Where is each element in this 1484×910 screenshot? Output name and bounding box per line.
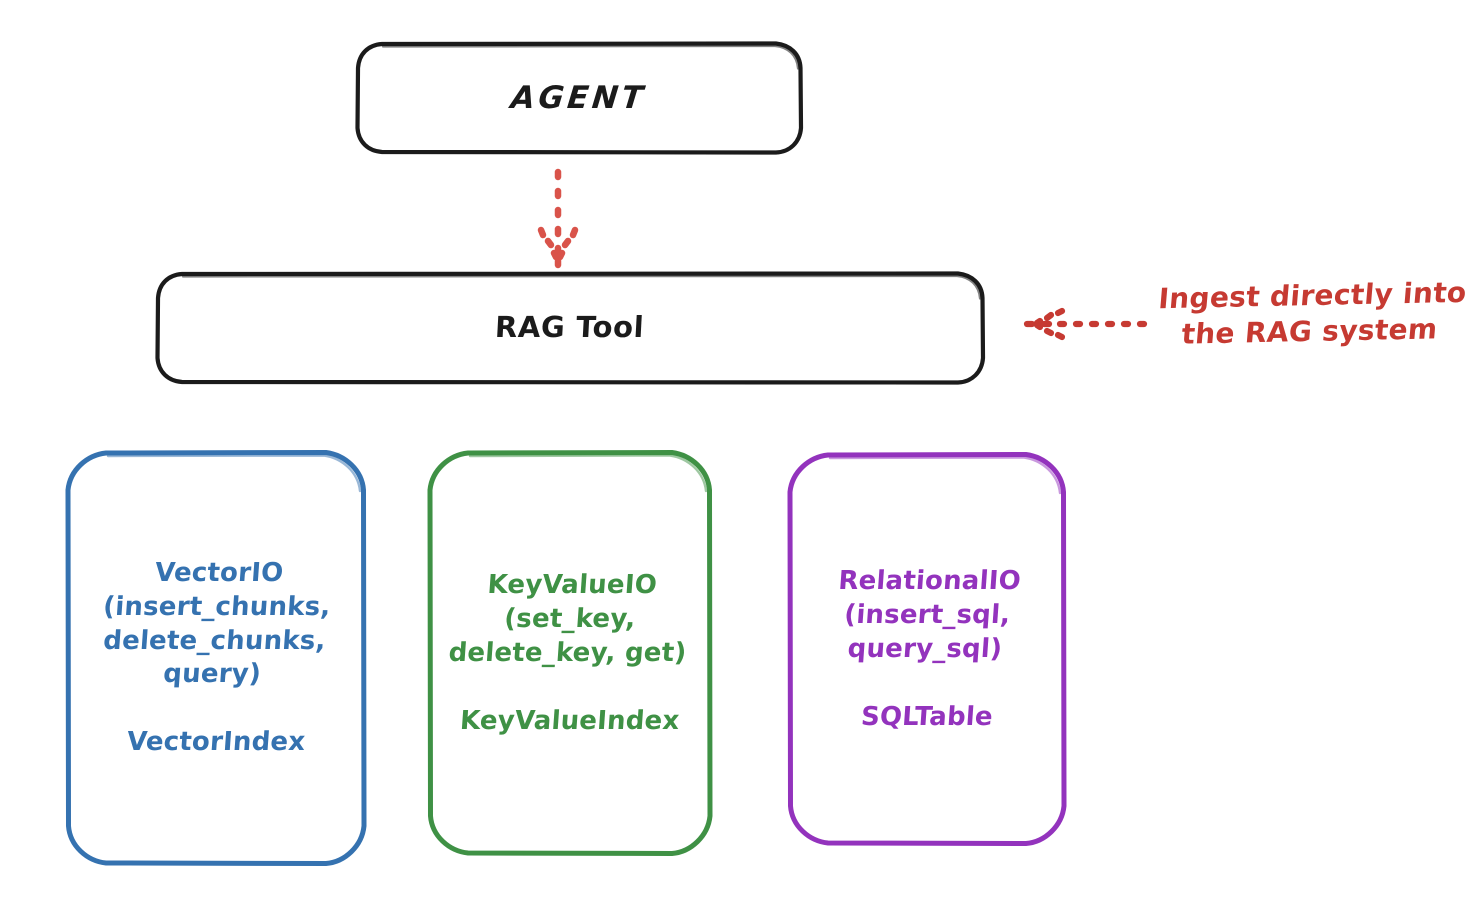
node-agent[interactable]: AGENT	[355, 41, 804, 155]
connector-agent-to-rag-tool	[537, 168, 579, 269]
node-relational-io[interactable]: RelationalIO (insert_sql, query_sql) SQL…	[787, 452, 1067, 846]
node-vector-io-api-label: VectorIO (insert_chunks, delete_chunks, …	[102, 558, 332, 690]
node-agent-label: AGENT	[509, 79, 649, 116]
node-rag-tool-label: RAG Tool	[494, 310, 646, 345]
node-key-value-io-api-label: KeyValueIO (set_key, delete_key, get)	[447, 570, 688, 668]
node-relational-io-index-label: SQLTable	[860, 701, 994, 732]
annotation-ingest-directly: Ingest directly into the RAG system	[1157, 275, 1468, 352]
connector-ingest-pointer	[1023, 307, 1148, 341]
node-key-value-io[interactable]: KeyValueIO (set_key, delete_key, get) Ke…	[427, 450, 713, 856]
node-relational-io-api-label: RelationalIO (insert_sql, query_sql)	[837, 566, 1022, 664]
node-vector-io-index-label: VectorIndex	[125, 727, 307, 758]
node-rag-tool[interactable]: RAG Tool	[155, 271, 986, 385]
node-vector-io[interactable]: VectorIO (insert_chunks, delete_chunks, …	[65, 450, 367, 866]
node-key-value-io-index-label: KeyValueIndex	[459, 705, 681, 736]
